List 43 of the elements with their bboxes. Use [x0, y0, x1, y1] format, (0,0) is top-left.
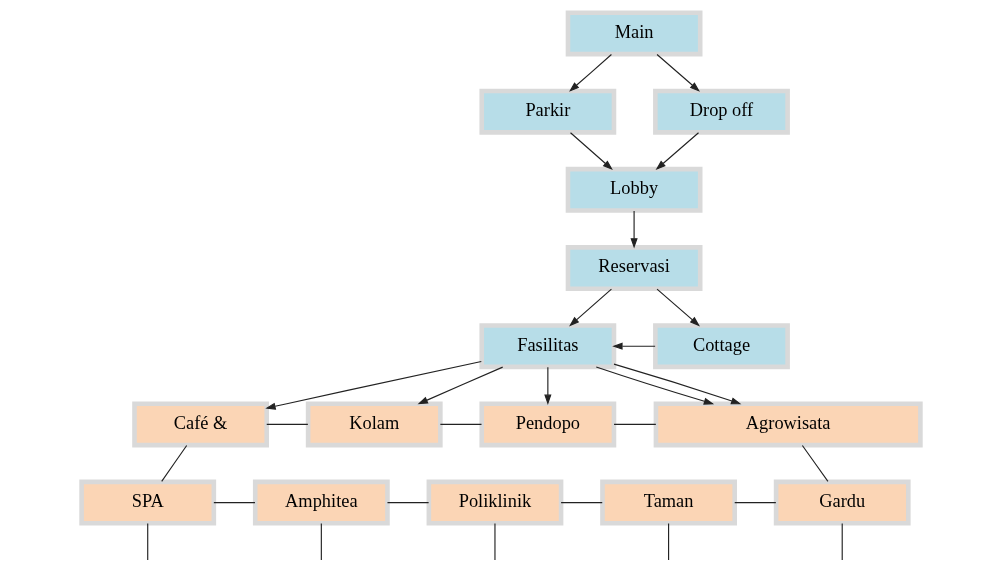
- node-box: Pendopo: [478, 401, 616, 448]
- connector: [612, 423, 656, 425]
- connector: [667, 522, 669, 561]
- node-box: Amphitea: [252, 479, 390, 526]
- node-box: Main: [565, 10, 702, 57]
- node-box: Agrowisata: [653, 401, 923, 448]
- node-box: Gardu: [773, 479, 911, 526]
- arrow: [417, 366, 503, 405]
- node-box: Taman: [599, 479, 737, 526]
- arrow: [569, 132, 613, 171]
- arrow: [264, 360, 482, 410]
- connector: [493, 522, 496, 561]
- connector: [733, 502, 776, 504]
- node-box: Café &: [131, 401, 269, 448]
- connector: [439, 423, 482, 425]
- node-box: Fasilitas: [478, 323, 616, 370]
- node-box: Parkir: [478, 88, 616, 135]
- connector: [801, 444, 828, 482]
- arrow: [568, 53, 612, 92]
- node-box: Lobby: [565, 166, 702, 213]
- arrow: [595, 366, 714, 405]
- node-box: Kolam: [305, 401, 443, 448]
- connector: [386, 502, 429, 504]
- connector: [265, 423, 308, 425]
- arrow: [611, 342, 656, 350]
- arrow: [655, 53, 700, 92]
- connector: [160, 444, 187, 482]
- arrow: [655, 132, 699, 171]
- connector: [146, 522, 148, 561]
- arrow: [629, 210, 638, 249]
- arrow: [655, 288, 700, 327]
- connector: [560, 502, 603, 504]
- node-box: Cottage: [652, 323, 790, 370]
- arrow: [612, 363, 741, 405]
- connector: [212, 502, 256, 504]
- node-box: SPA: [78, 479, 216, 526]
- node-box: Drop off: [652, 88, 790, 135]
- arrow: [543, 366, 551, 405]
- connector: [320, 522, 322, 561]
- node-box: Poliklinik: [426, 479, 563, 526]
- node-box: Reservasi: [565, 245, 702, 292]
- arrow: [568, 288, 612, 327]
- connector: [841, 522, 843, 561]
